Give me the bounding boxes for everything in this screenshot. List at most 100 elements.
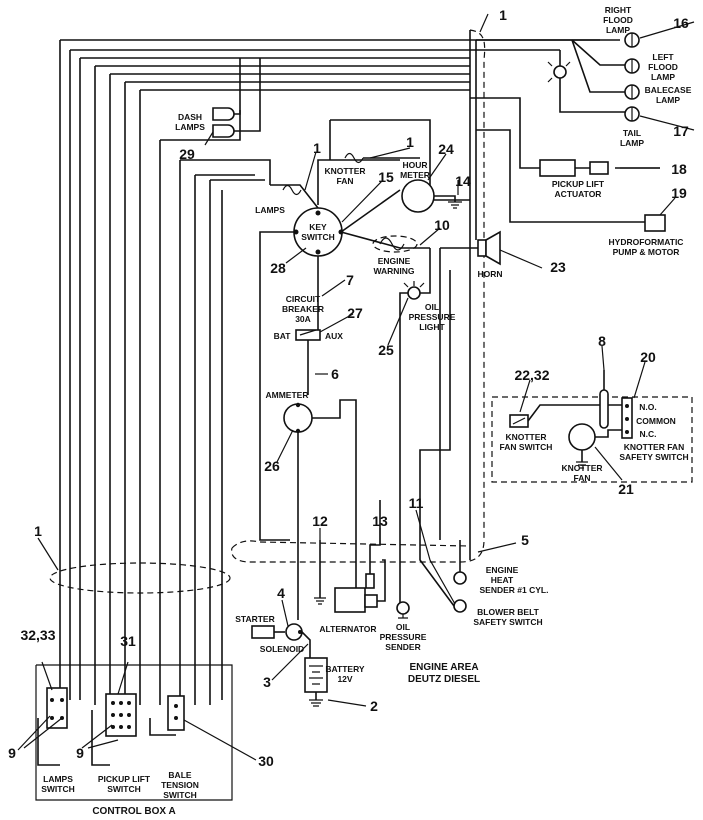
label-knotter-fan-1: KNOTTER	[324, 166, 365, 176]
svg-text:LEFT: LEFT	[652, 52, 674, 62]
callout-2: 2	[370, 698, 378, 714]
label-battery-1: BATTERY	[325, 664, 365, 674]
callout-6: 6	[331, 366, 339, 382]
label-knotter-switch-2: FAN SWITCH	[500, 442, 553, 452]
label-dash-lamps-1: DASH	[178, 112, 202, 122]
callout-15: 15	[378, 169, 394, 185]
label-oil-light-2: PRESSURE	[409, 312, 456, 322]
callout-9a: 9	[8, 745, 16, 761]
svg-text:TENSION: TENSION	[161, 780, 199, 790]
svg-text:KNOTTER: KNOTTER	[561, 463, 602, 473]
starter	[251, 625, 285, 639]
label-bale-tension-3: SWITCH	[163, 790, 197, 800]
svg-text:BREAKER: BREAKER	[282, 304, 324, 314]
label-battery-2: 12V	[337, 674, 352, 684]
svg-text:METER: METER	[400, 170, 430, 180]
knotter-fan-fuse	[599, 370, 609, 429]
label-alternator: ALTERNATOR	[319, 624, 376, 634]
label-safety-switch-2: SAFETY SWITCH	[619, 452, 688, 462]
right-flood-lamp	[624, 32, 640, 48]
label-oil-sender-2: PRESSURE	[380, 632, 427, 642]
label-bale-tension-1: BALE	[168, 770, 191, 780]
engine-warning	[372, 235, 418, 253]
label-right-flood-2: FLOOD	[603, 15, 633, 25]
callout-31: 31	[120, 633, 136, 649]
callout-1-knotter: 1	[406, 134, 414, 150]
svg-text:HORN: HORN	[477, 269, 502, 279]
circuit-breaker	[295, 329, 321, 395]
svg-text:LAMPS: LAMPS	[255, 205, 285, 215]
svg-text:LAMP: LAMP	[656, 95, 680, 105]
svg-text:KEY: KEY	[309, 222, 327, 232]
svg-text:LAMP: LAMP	[651, 72, 675, 82]
svg-text:PRESSURE: PRESSURE	[380, 632, 427, 642]
extra-lamp	[547, 61, 571, 83]
pickup-lift-actuator	[539, 159, 609, 177]
svg-text:SENDER #1 CYL.: SENDER #1 CYL.	[480, 585, 549, 595]
svg-text:30A: 30A	[295, 314, 311, 324]
label-no: N.O.	[639, 402, 656, 412]
svg-text:SWITCH: SWITCH	[107, 784, 141, 794]
svg-text:STARTER: STARTER	[235, 614, 275, 624]
oil-pressure-light	[399, 248, 431, 605]
left-flood-lamp	[624, 58, 640, 74]
label-engine-warning-1: ENGINE	[378, 256, 411, 266]
svg-text:12V: 12V	[337, 674, 352, 684]
svg-text:BALE: BALE	[168, 770, 191, 780]
svg-text:CONTROL BOX A: CONTROL BOX A	[92, 806, 175, 817]
label-lamps-switch-1: LAMPS	[43, 774, 73, 784]
alternator	[334, 500, 386, 613]
callout-22-32: 22,32	[514, 367, 549, 383]
label-right-flood-1: RIGHT	[605, 5, 632, 15]
label-lamps: LAMPS	[255, 205, 285, 215]
svg-text:HYDROFORMATIC: HYDROFORMATIC	[609, 237, 684, 247]
label-knotter-fan-bottom-2: FAN	[574, 473, 591, 483]
label-hour-meter-2: METER	[400, 170, 430, 180]
callout-4: 4	[277, 585, 285, 601]
svg-text:BLOWER BELT: BLOWER BELT	[477, 607, 540, 617]
callout-21: 21	[618, 481, 634, 497]
callout-27: 27	[347, 305, 363, 321]
knotter-fan-switch	[509, 404, 622, 428]
callout-12: 12	[312, 513, 328, 529]
label-engine-area-1: ENGINE AREA	[409, 662, 478, 673]
label-knotter-switch-1: KNOTTER	[505, 432, 546, 442]
svg-text:SWITCH: SWITCH	[301, 232, 335, 242]
svg-text:ALTERNATOR: ALTERNATOR	[319, 624, 376, 634]
svg-text:ENGINE: ENGINE	[486, 565, 519, 575]
svg-text:DASH: DASH	[178, 112, 202, 122]
svg-text:SWITCH: SWITCH	[163, 790, 197, 800]
svg-text:RIGHT: RIGHT	[605, 5, 632, 15]
hydroformatic-pump	[644, 214, 666, 232]
dash-lamps	[212, 58, 261, 138]
label-oil-sender-3: SENDER	[385, 642, 420, 652]
label-lamps-switch-2: SWITCH	[41, 784, 75, 794]
dash-lamps-fuse	[282, 184, 302, 196]
svg-text:FLOOD: FLOOD	[603, 15, 633, 25]
label-balecase-2: LAMP	[656, 95, 680, 105]
battery	[304, 657, 328, 707]
callout-5: 5	[521, 532, 529, 548]
callout-24: 24	[438, 141, 454, 157]
label-oil-light-1: OIL	[425, 302, 439, 312]
svg-text:HEAT: HEAT	[491, 575, 514, 585]
wire-bundle	[59, 30, 660, 705]
tail-lamp	[624, 106, 640, 122]
callout-28: 28	[270, 260, 286, 276]
label-engine-heat-3: SENDER #1 CYL.	[480, 585, 549, 595]
svg-text:LAMPS: LAMPS	[175, 122, 205, 132]
svg-text:KNOTTER: KNOTTER	[505, 432, 546, 442]
label-breaker-2: BREAKER	[282, 304, 324, 314]
wire-lamps	[270, 184, 319, 209]
svg-text:SAFETY SWITCH: SAFETY SWITCH	[619, 452, 688, 462]
svg-text:SAFETY SWITCH: SAFETY SWITCH	[473, 617, 542, 627]
label-starter: STARTER	[235, 614, 275, 624]
safety-switch	[621, 397, 633, 439]
callout-11: 11	[409, 495, 424, 511]
hour-meter	[401, 179, 462, 213]
solenoid	[285, 623, 311, 660]
label-hour-meter-1: HOUR	[402, 160, 427, 170]
svg-text:LAMPS: LAMPS	[43, 774, 73, 784]
svg-text:AMMETER: AMMETER	[266, 390, 309, 400]
